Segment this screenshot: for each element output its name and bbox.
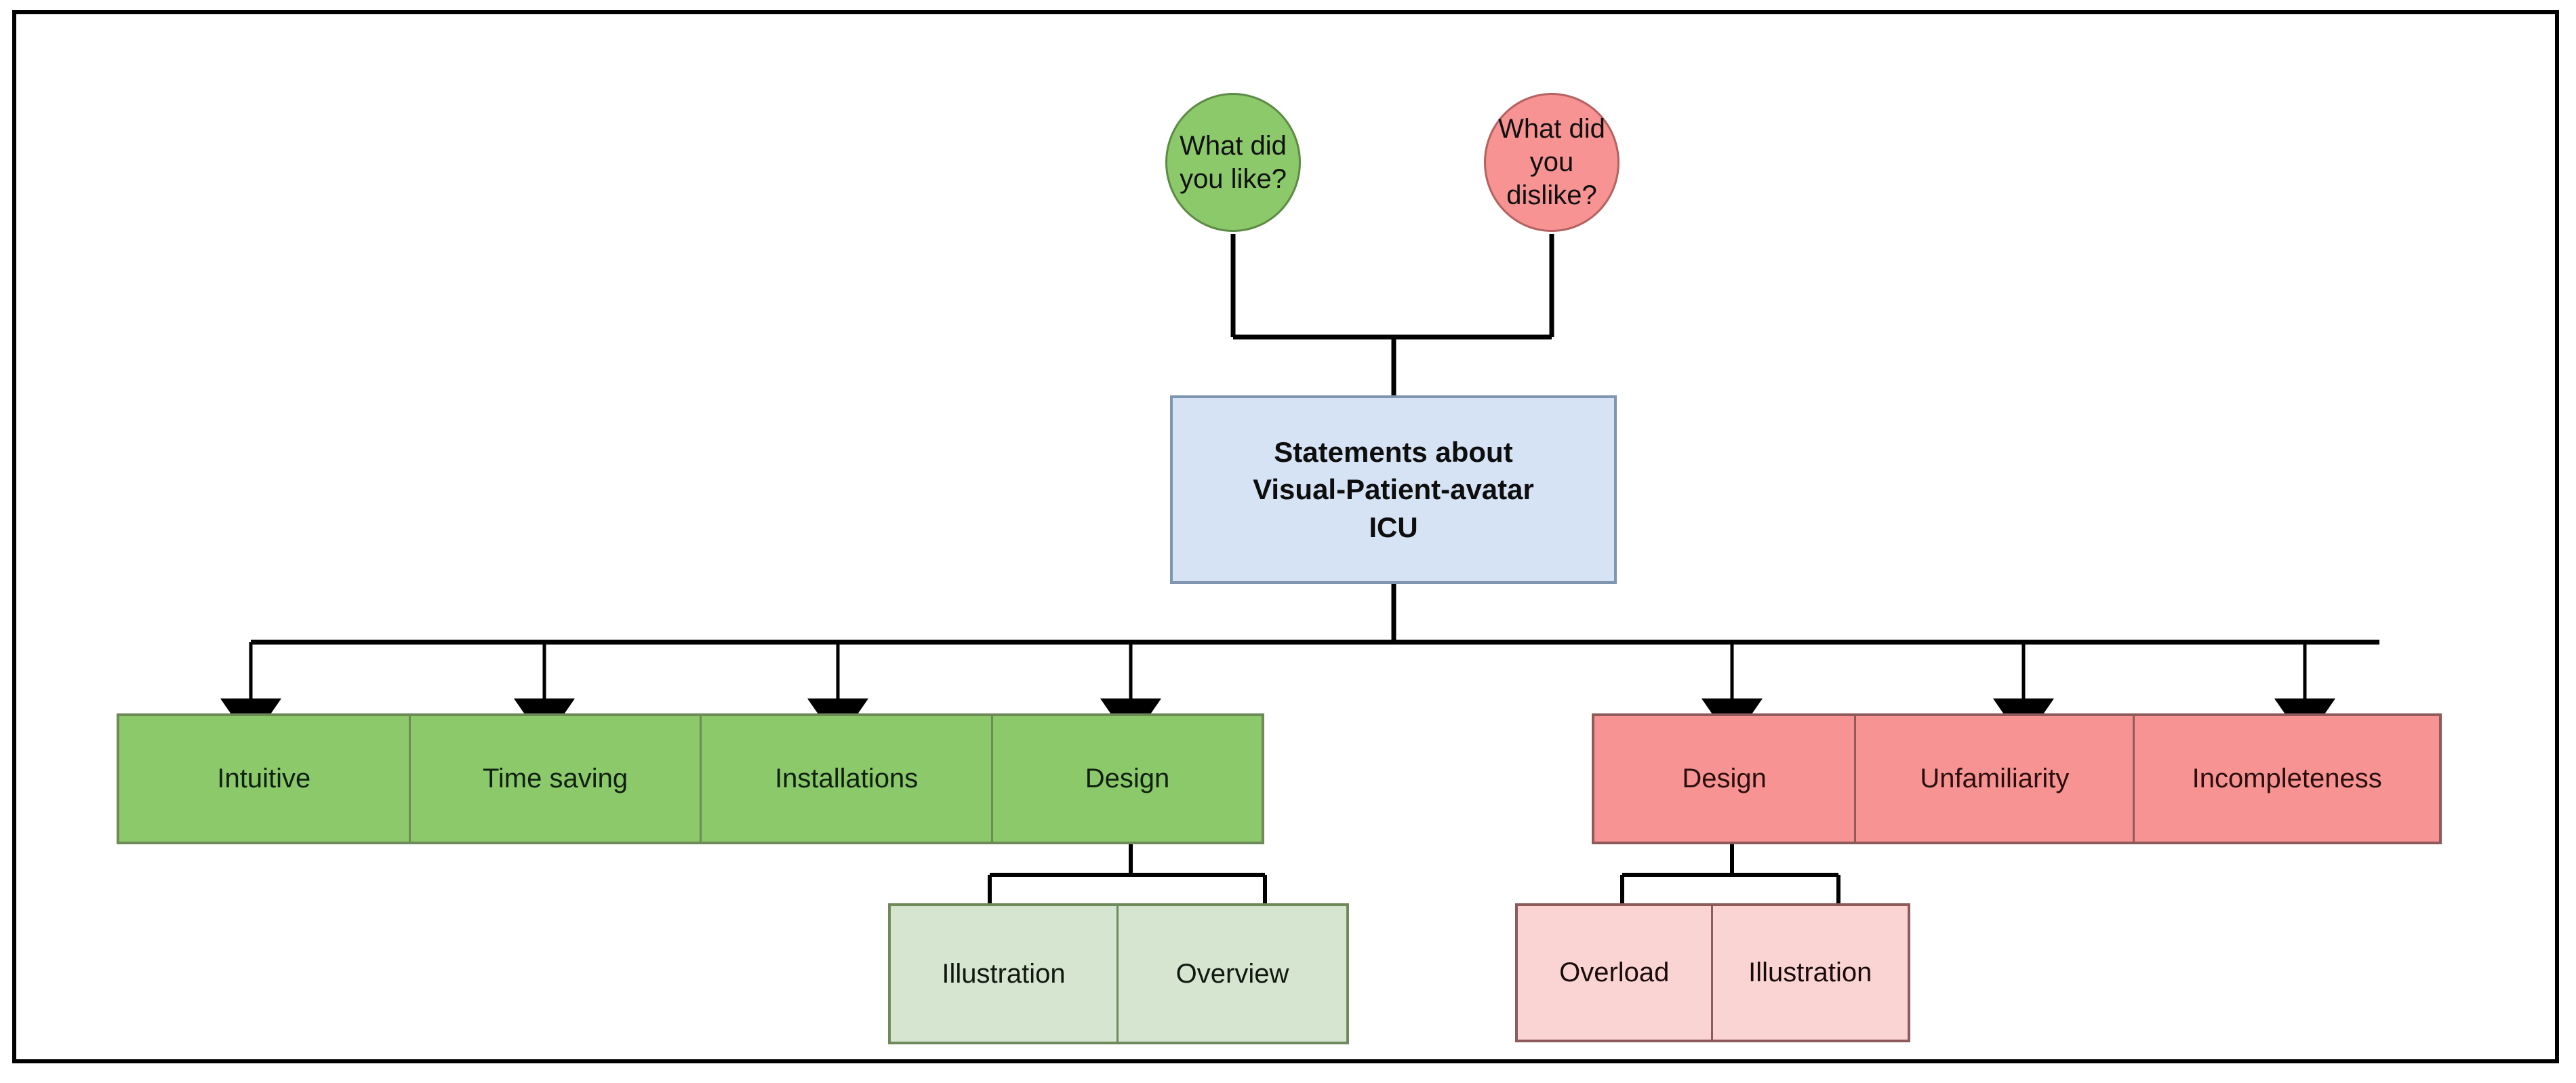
category-label: Design xyxy=(1682,764,1767,793)
category-time-saving[interactable]: Time saving xyxy=(411,716,702,842)
question-node-like[interactable]: What did you like? xyxy=(1165,93,1301,232)
center-line-1: Statements about xyxy=(1274,435,1513,468)
category-design-positive[interactable]: Design xyxy=(993,716,1262,842)
negative-category-row: Design Unfamiliarity Incompleteness xyxy=(1592,713,2442,844)
negative-subcategory-row: Overload Illustration xyxy=(1515,903,1910,1042)
category-label: Incompleteness xyxy=(2192,764,2382,793)
question-node-dislike[interactable]: What did you dislike? xyxy=(1484,93,1619,232)
center-node-statements[interactable]: Statements about Visual-Patient-avatar I… xyxy=(1170,395,1617,584)
subcategory-label: Overload xyxy=(1559,958,1670,987)
category-label: Time saving xyxy=(482,764,628,793)
center-line-3: ICU xyxy=(1369,511,1418,543)
subcategory-label: Overview xyxy=(1175,958,1289,989)
subcategory-illustration-negative[interactable]: Illustration xyxy=(1713,906,1908,1040)
category-incompleteness[interactable]: Incompleteness xyxy=(2135,716,2439,842)
category-intuitive[interactable]: Intuitive xyxy=(119,716,411,842)
category-installations[interactable]: Installations xyxy=(702,716,994,842)
subcategory-label: Illustration xyxy=(942,958,1066,989)
category-label: Intuitive xyxy=(217,764,311,793)
category-label: Design xyxy=(1085,764,1170,793)
subcategory-overload[interactable]: Overload xyxy=(1518,906,1713,1040)
center-node-text: Statements about Visual-Patient-avatar I… xyxy=(1253,433,1534,546)
subcategory-overview[interactable]: Overview xyxy=(1119,906,1346,1042)
category-label: Installations xyxy=(775,764,919,793)
positive-subcategory-row: Illustration Overview xyxy=(888,903,1349,1044)
center-line-2: Visual-Patient-avatar xyxy=(1253,473,1534,506)
question-label-dislike: What did you dislike? xyxy=(1498,114,1605,210)
category-design-negative[interactable]: Design xyxy=(1594,716,1857,842)
question-label-like: What did you like? xyxy=(1180,130,1287,194)
subcategory-label: Illustration xyxy=(1748,958,1872,987)
subcategory-illustration-positive[interactable]: Illustration xyxy=(891,906,1119,1042)
category-label: Unfamiliarity xyxy=(1920,764,2070,793)
category-unfamiliarity[interactable]: Unfamiliarity xyxy=(1856,716,2135,842)
positive-category-row: Intuitive Time saving Installations Desi… xyxy=(117,713,1264,844)
